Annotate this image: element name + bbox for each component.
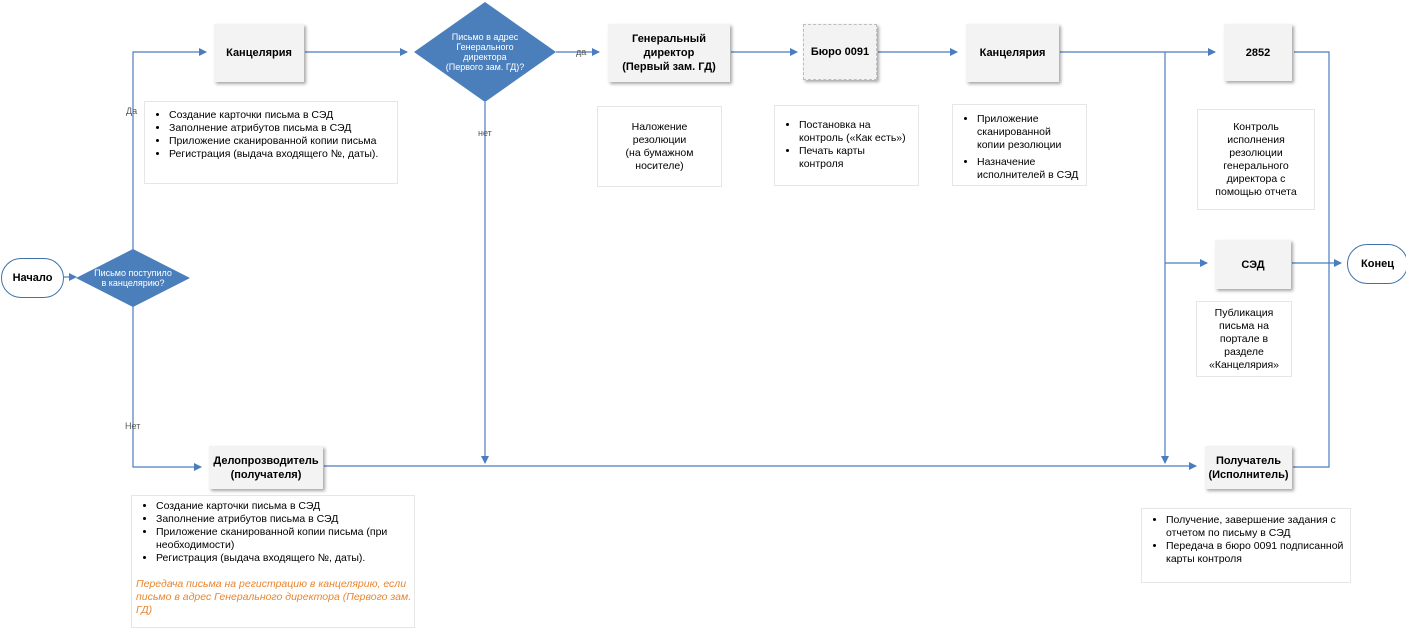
note-item: Постановка на контроль («Как есть») (799, 119, 911, 145)
clerk-note: Создание карточки письма в СЭД Заполнени… (131, 495, 415, 628)
note-item: Заполнение атрибутов письма в СЭД (169, 122, 397, 135)
start-label: Начало (12, 272, 53, 284)
recipient-box: Получатель (Исполнитель) (1205, 446, 1292, 489)
note-item: Приложение сканированной копии резолюции (977, 113, 1067, 152)
edge-2852-to-end (1294, 51, 1330, 264)
note-item: Получение, завершение задания с отчетом … (1166, 514, 1350, 540)
note-item: Регистрация (выдача входящего №, даты). (169, 148, 397, 161)
edge-recipient-to-end (1293, 264, 1330, 468)
general-director-note: Наложение резолюции (на бумажном носител… (597, 106, 722, 187)
yes-label-2: да (576, 47, 587, 57)
note-item: Приложение сканированной копии письма (169, 135, 397, 148)
edge-decision-no (132, 306, 202, 471)
sed-note: Публикация письма на портале в разделе «… (1196, 301, 1292, 377)
end-label: Конец (1361, 258, 1394, 270)
edge-decision-yes (132, 48, 207, 250)
chancellery-box: Канцелярия (214, 24, 304, 82)
bureau-note: Постановка на контроль («Как есть») Печа… (774, 105, 919, 186)
note-item: Передача в бюро 0091 подписанной карты к… (1166, 540, 1350, 566)
chancellery2-box: Канцелярия (966, 24, 1059, 82)
box-2852: 2852 (1224, 24, 1292, 81)
bureau-box: Бюро 0091 (803, 24, 877, 80)
decision-received-label: Письмо поступило в канцелярию? (94, 268, 172, 288)
clerk-italic-note: Передача письма на регистрацию в канцеля… (136, 578, 412, 616)
recipient-note: Получение, завершение задания с отчетом … (1141, 508, 1351, 583)
note-item: Создание карточки письма в СЭД (169, 109, 397, 122)
chancellery-note: Создание карточки письма в СЭД Заполнени… (144, 101, 398, 184)
sed-box: СЭД (1215, 240, 1291, 289)
decision-addressed-label: Письмо в адрес Генерального директора (П… (445, 32, 525, 72)
no-label-1: Нет (125, 421, 141, 431)
note-item: Заполнение атрибутов письма в СЭД (156, 513, 414, 526)
end-terminal: Конец (1347, 244, 1406, 284)
note-item: Печать карты контроля (799, 145, 889, 171)
no-label-2: нет (478, 128, 492, 138)
start-terminal: Начало (1, 258, 64, 298)
yes-label-1: Да (126, 106, 138, 116)
b2852-note: Контроль исполнения резолюции генерально… (1197, 109, 1315, 210)
decision-received-shape (76, 249, 190, 307)
note-item: Создание карточки письма в СЭД (156, 500, 414, 513)
note-item: Регистрация (выдача входящего №, даты). (156, 552, 414, 565)
chancellery2-note: Приложение сканированной копии резолюции… (952, 104, 1087, 186)
clerk-box: Делопрозводитель (получателя) (209, 446, 323, 489)
note-item: Назначение исполнителей в СЭД (977, 156, 1086, 182)
decision-addressed-shape (414, 2, 556, 102)
general-director-box: Генеральный директор (Первый зам. ГД) (608, 24, 730, 82)
note-item: Приложение сканированной копии письма (п… (156, 526, 414, 552)
